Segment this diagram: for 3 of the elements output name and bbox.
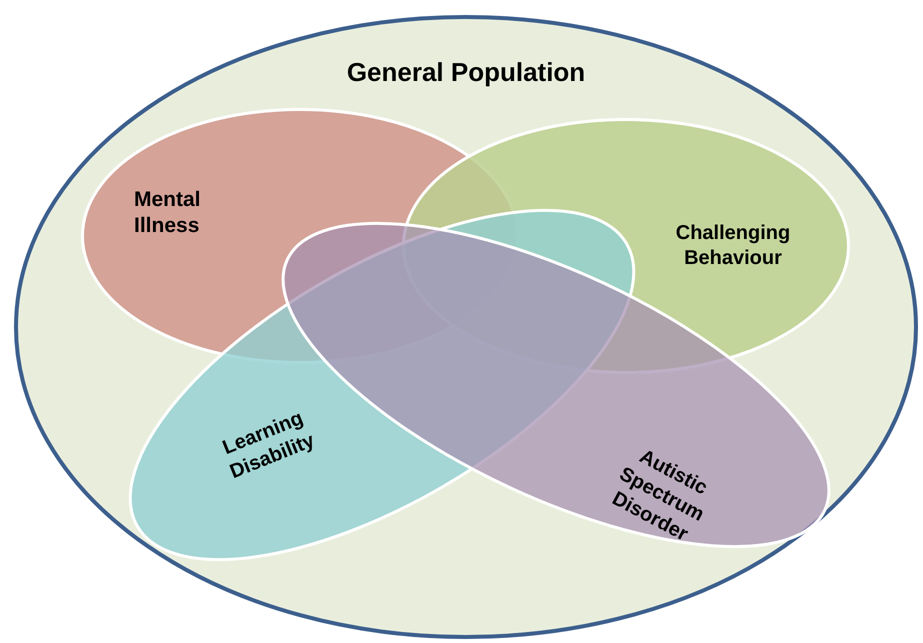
set-label: General Population <box>346 56 586 88</box>
set-label: Challenging Behaviour <box>674 221 792 271</box>
set-label: Mental Illness <box>134 186 202 239</box>
